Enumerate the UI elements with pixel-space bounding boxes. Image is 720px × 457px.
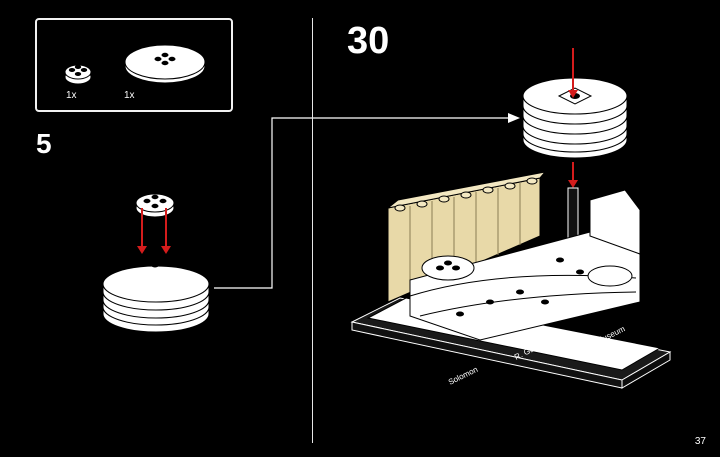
plaque-text-1: Solomon	[447, 365, 479, 387]
page-number: 37	[694, 436, 706, 447]
model-illustration: Solomon R. Guggenheim Museum	[350, 48, 672, 389]
main-step-number: 30	[347, 20, 390, 62]
parts-callout-box	[35, 18, 233, 112]
step-divider	[312, 18, 313, 443]
sub-assembly-illustration	[102, 193, 210, 333]
sub-step-number: 5	[36, 128, 52, 159]
part-qty-2: 1x	[124, 90, 135, 101]
tan-wall	[387, 171, 547, 303]
white-building-body	[409, 189, 641, 341]
round-plate-2x2-with-stud-icon	[64, 64, 92, 85]
stacked-round-plates	[522, 77, 628, 159]
round-plate-4x4-icon	[124, 44, 206, 84]
part-qty-1: 1x	[66, 90, 77, 101]
